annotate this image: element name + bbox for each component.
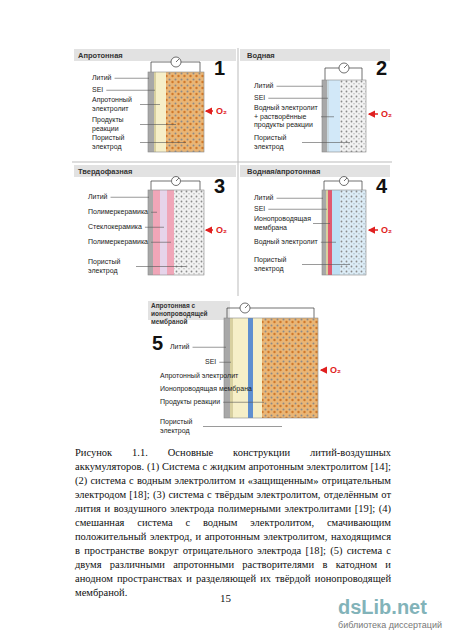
callout-number: 1	[214, 57, 225, 79]
leader-line	[106, 90, 155, 91]
page-number: 15	[220, 592, 231, 604]
part-label: Водный электролит + растворённые продукт…	[254, 104, 318, 130]
leader-line	[111, 197, 149, 198]
leader-line	[268, 209, 327, 210]
part-label: SEI	[92, 86, 103, 95]
watermark: dsLib.net	[338, 596, 427, 618]
part-label: Литий	[88, 193, 108, 202]
panel-title: Апротонная с ионопроводящей мембраной	[151, 302, 229, 326]
part-label: Пористый электрод	[160, 418, 200, 435]
part-label: Литий	[254, 194, 274, 203]
gas-label: O₂	[381, 225, 392, 235]
callout-number: 3	[214, 175, 225, 197]
leader-line	[140, 104, 160, 105]
gas-label: O₂	[216, 225, 227, 235]
callout-number: 4	[376, 175, 387, 197]
part-label: Апротонный электролит	[92, 96, 137, 113]
panel-title: Апротонная	[78, 51, 123, 60]
leader-line	[302, 264, 350, 265]
part-label: Литий	[92, 74, 112, 83]
panel-title: Водная	[247, 51, 275, 60]
leader-line	[151, 242, 171, 243]
part-label: Продукты реакции	[92, 116, 137, 133]
leader-line	[313, 223, 330, 224]
watermark: библиотека диссертаций	[338, 620, 442, 630]
leader-line	[193, 347, 226, 348]
part-label: Водный электролит	[254, 238, 318, 247]
leader-line	[223, 402, 264, 403]
part-label: Пористый электрод	[88, 258, 133, 275]
gas-label: O₂	[330, 365, 341, 375]
part-label: Продукты реакции	[160, 398, 220, 407]
callout-number: 2	[376, 57, 387, 79]
part-label: Литий	[254, 82, 274, 91]
part-label: Апротонный электролит	[160, 372, 238, 381]
part-label: SEI	[254, 94, 265, 103]
leader-line	[140, 124, 176, 125]
figure-caption: Рисунок 1.1. Основные конструкции литий-…	[75, 446, 391, 600]
leader-line	[203, 426, 282, 427]
callout-number: 5	[152, 332, 163, 354]
part-label: SEI	[205, 358, 216, 367]
part-label: Ионопроводящая мембрана	[160, 385, 252, 394]
leader-line	[302, 142, 350, 143]
leader-line	[140, 142, 186, 143]
part-label: Ионопроводящая мембрана	[254, 215, 310, 232]
leader-line	[219, 362, 231, 363]
part-label: Пористый электрод	[92, 134, 137, 151]
leader-line	[136, 266, 186, 267]
leader-line	[115, 78, 149, 79]
gas-label: O₂	[216, 106, 227, 116]
leader-line	[145, 227, 164, 228]
panel-title: Водная/апротонная	[247, 167, 320, 176]
part-label: Полимеркерамика	[88, 208, 148, 217]
leader-line	[268, 98, 328, 99]
leader-line	[277, 86, 323, 87]
gas-label: O₂	[381, 109, 392, 119]
part-label: SEI	[254, 205, 265, 214]
leader-line	[277, 198, 323, 199]
part-label: Полимеркерамика	[88, 238, 148, 247]
part-label: Стеклокерамика	[88, 223, 142, 232]
panel-title: Твердофазная	[78, 167, 132, 176]
part-label: Литий	[170, 343, 190, 352]
part-label: Пористый электрод	[254, 134, 299, 151]
leader-line	[321, 116, 334, 117]
leader-line	[321, 242, 336, 243]
part-label: Пористый электрод	[254, 256, 299, 273]
leader-line	[151, 212, 157, 213]
